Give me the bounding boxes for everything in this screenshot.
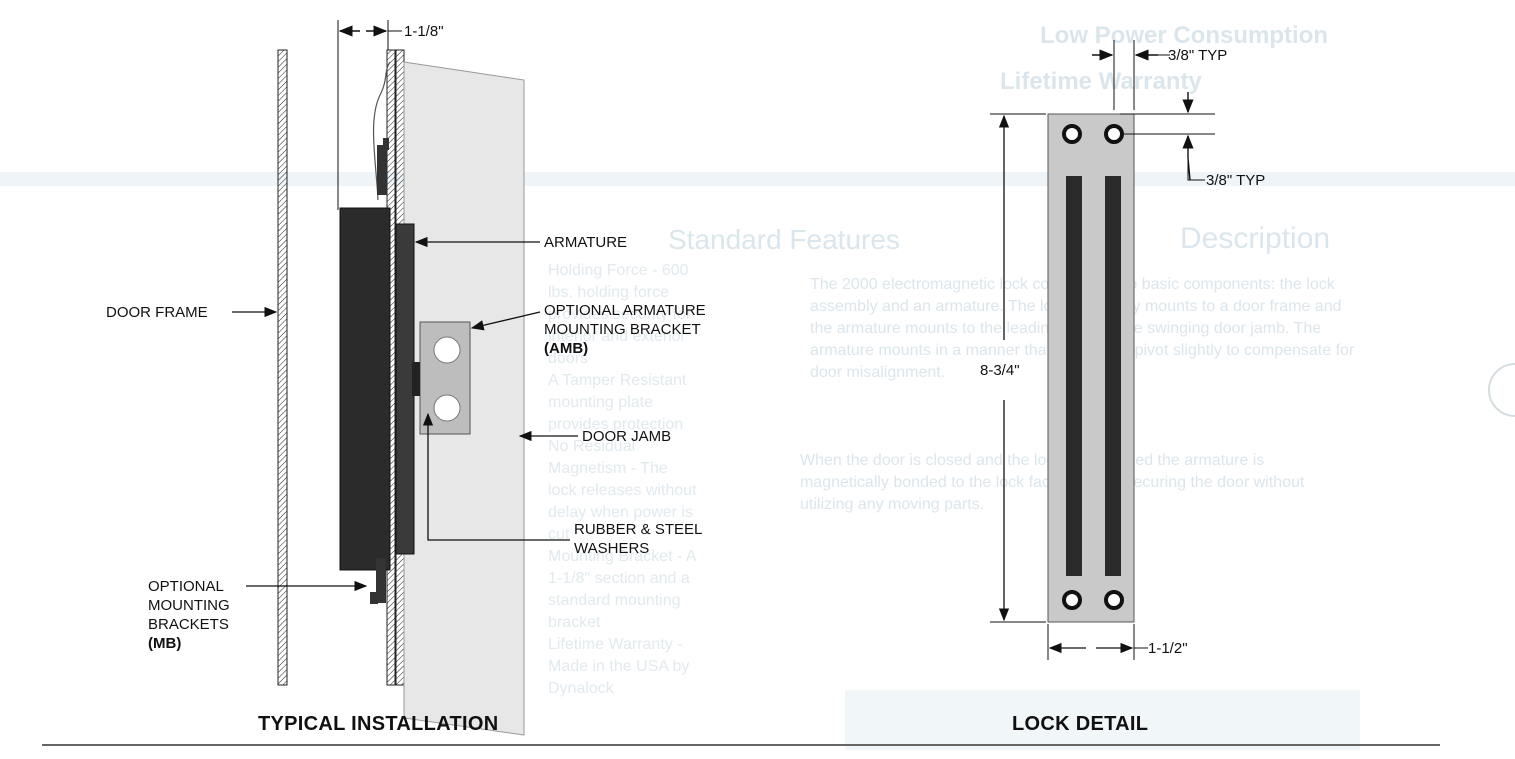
mb-label-line4: (MB) <box>148 635 182 652</box>
ghost-circle <box>1488 363 1515 417</box>
door-frame-label: DOOR FRAME <box>106 304 208 321</box>
ghost-features-heading: Standard Features <box>668 224 900 255</box>
washers-leader <box>422 412 570 541</box>
lock-detail-caption: LOCK DETAIL <box>1012 713 1149 735</box>
ghost-description-2: When the door is closed and the lock is … <box>800 452 1305 513</box>
bottom-bracket-piece-2 <box>370 592 378 604</box>
ghost-feature-5: Lifetime Warranty - Made in the USA by D… <box>548 636 690 697</box>
height-label: 8-3/4" <box>980 362 1020 379</box>
hole-top-right-icon <box>1104 124 1124 144</box>
amb-label: OPTIONAL ARMATURE MOUNTING BRACKET (AMB) <box>544 301 706 358</box>
amb-label-line1: OPTIONAL ARMATURE <box>544 302 706 319</box>
hole-bottom-left-icon <box>1062 590 1082 610</box>
lock-wire <box>372 61 391 201</box>
amb-hole-top-icon <box>433 336 461 364</box>
lock-body <box>339 207 391 571</box>
ghost-box <box>845 690 1360 750</box>
dim-1-1-8-label: 1-1/8" <box>404 23 444 40</box>
typical-installation-diagram <box>232 20 578 736</box>
amb-hole-bottom-icon <box>433 394 461 422</box>
typical-installation-caption: TYPICAL INSTALLATION <box>258 713 499 735</box>
top-bracket-piece-2 <box>383 138 389 150</box>
amb-leader <box>470 311 541 331</box>
mb-label: OPTIONAL MOUNTING BRACKETS (MB) <box>148 577 230 653</box>
width-label: 1-1/2" <box>1148 640 1188 657</box>
amb-label-line3: (AMB) <box>544 340 589 357</box>
washers-label: RUBBER & STEEL WASHERS <box>574 520 702 558</box>
mb-label-line2: MOUNTING <box>148 597 230 614</box>
ghost-features: Holding Force - 600 lbs. holding force p… <box>548 260 698 700</box>
hole-bottom-right-icon <box>1104 590 1124 610</box>
lock-detail-body <box>1047 113 1135 623</box>
ghost-band <box>0 172 1515 186</box>
mb-label-line3: BRACKETS <box>148 616 229 633</box>
washers-label-line1: RUBBER & STEEL <box>574 521 703 538</box>
lock-detail-coil-right <box>1105 176 1121 576</box>
ghost-feature-2: A Tamper Resistant mounting plate provid… <box>548 372 687 433</box>
ghost-feature-4: Mounting Bracket - A 1-1/8" section and … <box>548 548 696 631</box>
washers-label-line2: WASHERS <box>574 540 650 557</box>
typ-side-label: 3/8" TYP <box>1206 172 1266 189</box>
ghost-bullet-2: Lifetime Warranty <box>1000 68 1202 95</box>
typ-top-label: 3/8" TYP <box>1168 47 1228 64</box>
door-jamb-label: DOOR JAMB <box>582 428 672 445</box>
washers <box>412 362 420 396</box>
armature-label: ARMATURE <box>544 234 628 251</box>
lock-detail-coil-left <box>1066 176 1082 576</box>
bottom-bracket-piece <box>376 558 386 603</box>
lock-detail-diagram <box>990 40 1215 660</box>
typ-side-leader <box>1187 150 1205 181</box>
mb-label-line1: OPTIONAL <box>148 578 224 595</box>
ghost-feature-1: Holding Force - 600 lbs. holding force p… <box>548 262 692 367</box>
amb-label-line2: MOUNTING BRACKET <box>544 321 701 338</box>
armature <box>395 223 415 555</box>
hole-top-left-icon <box>1062 124 1082 144</box>
top-bracket-piece <box>377 145 387 195</box>
ghost-bullet-1: Low Power Consumption <box>1040 22 1328 49</box>
ghost-feature-3: No Residual Magnetism - The lock release… <box>548 438 697 543</box>
ghost-description-heading: Description <box>1180 222 1331 255</box>
door-frame-left-strip <box>277 49 288 686</box>
